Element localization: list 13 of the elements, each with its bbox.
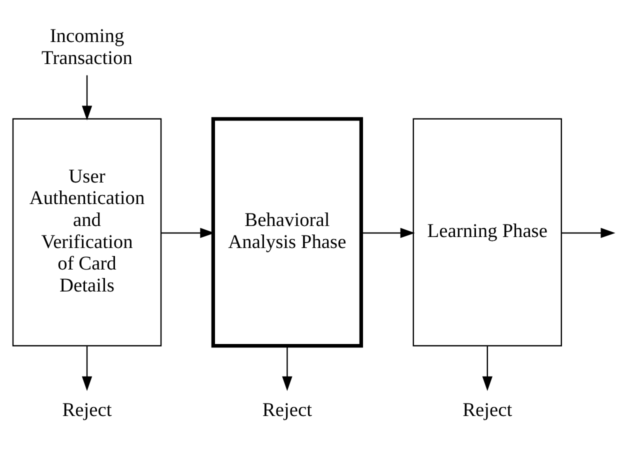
arrow xyxy=(82,346,92,390)
arrow xyxy=(362,227,415,238)
arrow xyxy=(482,346,492,390)
node-box: User Authentication and Verification of Card Details xyxy=(12,118,162,346)
node-box: Behavioral Analysis Phase xyxy=(211,116,364,348)
node-text: Reject xyxy=(62,399,112,420)
node-text: Reject xyxy=(262,399,312,420)
node-text: Reject xyxy=(462,399,512,420)
node-text: Incoming Transaction xyxy=(42,26,132,69)
arrow xyxy=(562,227,616,238)
node-box: Learning Phase xyxy=(412,118,562,346)
arrow xyxy=(82,74,92,120)
arrow xyxy=(282,346,292,390)
